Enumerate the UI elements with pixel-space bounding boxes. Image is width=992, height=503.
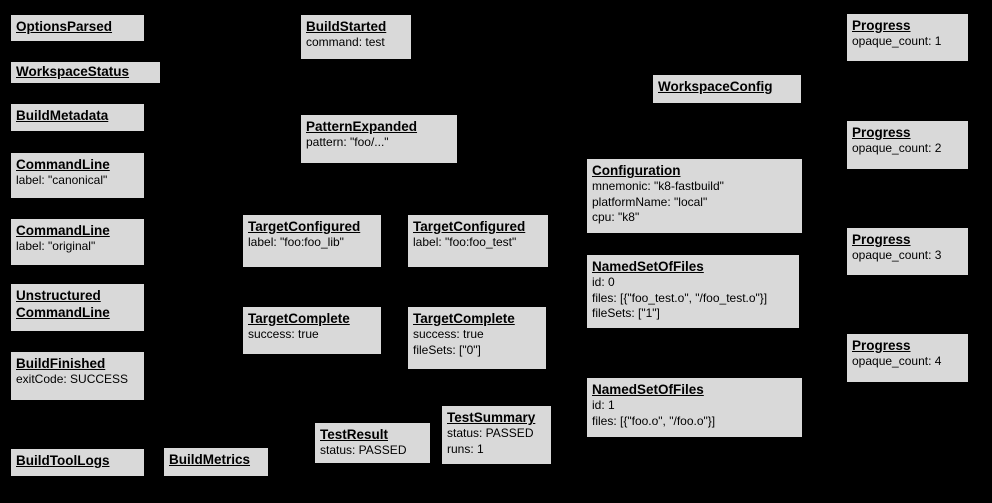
event-title: BuildMetadata (16, 108, 109, 123)
event-title: Configuration (592, 163, 681, 178)
event-field: label: "foo:foo_lib" (248, 235, 344, 249)
event-title: TestSummary (447, 410, 536, 425)
event-field: opaque_count: 2 (852, 141, 942, 155)
event-field: files: [{"foo.o", "/foo.o"}] (592, 413, 716, 428)
event-box-command-line-original: CommandLine label: "original" (10, 218, 145, 266)
event-title: BuildMetrics (169, 452, 251, 467)
event-field: pattern: "foo/..." (306, 135, 389, 149)
event-box-target-configured-test: TargetConfigured label: "foo:foo_test" (407, 214, 549, 268)
event-field: label: "original" (16, 239, 96, 253)
event-title: WorkspaceConfig (658, 79, 773, 94)
event-title: BuildFinished (16, 356, 106, 371)
event-field: fileSets: ["1"] (592, 306, 660, 320)
event-title: CommandLine (16, 223, 110, 238)
event-title: Unstructured CommandLine (16, 288, 110, 320)
event-field: label: "canonical" (16, 173, 108, 187)
event-title: TargetComplete (248, 311, 350, 326)
event-box-pattern-expanded: PatternExpanded pattern: "foo/..." (300, 114, 458, 164)
event-title: TestResult (320, 427, 389, 442)
event-field: opaque_count: 3 (852, 248, 942, 262)
event-title: Progress (852, 18, 911, 33)
event-box-configuration: Configuration mnemonic: "k8-fastbuild"pl… (586, 158, 803, 234)
event-box-command-line-canonical: CommandLine label: "canonical" (10, 152, 145, 199)
event-title: TargetConfigured (413, 219, 526, 234)
event-box-build-finished: BuildFinished exitCode: SUCCESS (10, 351, 145, 401)
event-box-unstructured-command-line: Unstructured CommandLine (10, 283, 145, 332)
event-box-progress-2: Progress opaque_count: 2 (846, 120, 969, 170)
event-box-target-configured-lib: TargetConfigured label: "foo:foo_lib" (242, 214, 382, 268)
event-field: platformName: "local" (592, 194, 708, 209)
event-field: id: 1 (592, 398, 615, 412)
event-title: TargetConfigured (248, 219, 361, 234)
event-title: OptionsParsed (16, 19, 113, 34)
event-field: status: PASSED (320, 443, 407, 457)
event-box-options-parsed: OptionsParsed (10, 14, 145, 42)
event-box-build-metadata: BuildMetadata (10, 103, 145, 132)
event-title: CommandLine (16, 157, 110, 172)
event-field: command: test (306, 35, 385, 49)
event-field: files: [{"foo_test.o", "/foo_test.o"}] (592, 290, 768, 305)
event-field: exitCode: SUCCESS (16, 372, 129, 386)
event-field: status: PASSED (447, 426, 534, 440)
event-box-build-started: BuildStarted command: test (300, 14, 412, 60)
event-field: runs: 1 (447, 441, 484, 456)
event-title: TargetComplete (413, 311, 515, 326)
event-box-progress-1: Progress opaque_count: 1 (846, 13, 969, 62)
event-title: Progress (852, 232, 911, 247)
event-box-test-result: TestResult status: PASSED (314, 422, 431, 464)
event-box-progress-4: Progress opaque_count: 4 (846, 333, 969, 383)
event-field: opaque_count: 1 (852, 34, 942, 48)
event-box-progress-3: Progress opaque_count: 3 (846, 227, 969, 276)
event-box-build-tool-logs: BuildToolLogs (10, 448, 145, 477)
event-field: label: "foo:foo_test" (413, 235, 517, 249)
event-box-build-metrics: BuildMetrics (163, 447, 269, 477)
event-title: NamedSetOfFiles (592, 259, 704, 274)
event-title: BuildToolLogs (16, 453, 110, 468)
event-field: success: true (248, 327, 319, 341)
event-title: PatternExpanded (306, 119, 418, 134)
event-field: opaque_count: 4 (852, 354, 942, 368)
event-title: NamedSetOfFiles (592, 382, 704, 397)
event-title: Progress (852, 338, 911, 353)
event-box-workspace-status: WorkspaceStatus (10, 61, 161, 84)
event-field: cpu: "k8" (592, 210, 640, 224)
event-title: BuildStarted (306, 19, 387, 34)
event-box-workspace-config: WorkspaceConfig (652, 74, 802, 104)
event-field: success: true (413, 327, 484, 341)
event-field: fileSets: ["0"] (413, 342, 481, 357)
event-title: Progress (852, 125, 911, 140)
event-box-target-complete-lib: TargetComplete success: true (242, 306, 382, 355)
event-field: id: 0 (592, 275, 615, 289)
event-field: mnemonic: "k8-fastbuild" (592, 179, 724, 193)
event-title: WorkspaceStatus (16, 64, 130, 79)
